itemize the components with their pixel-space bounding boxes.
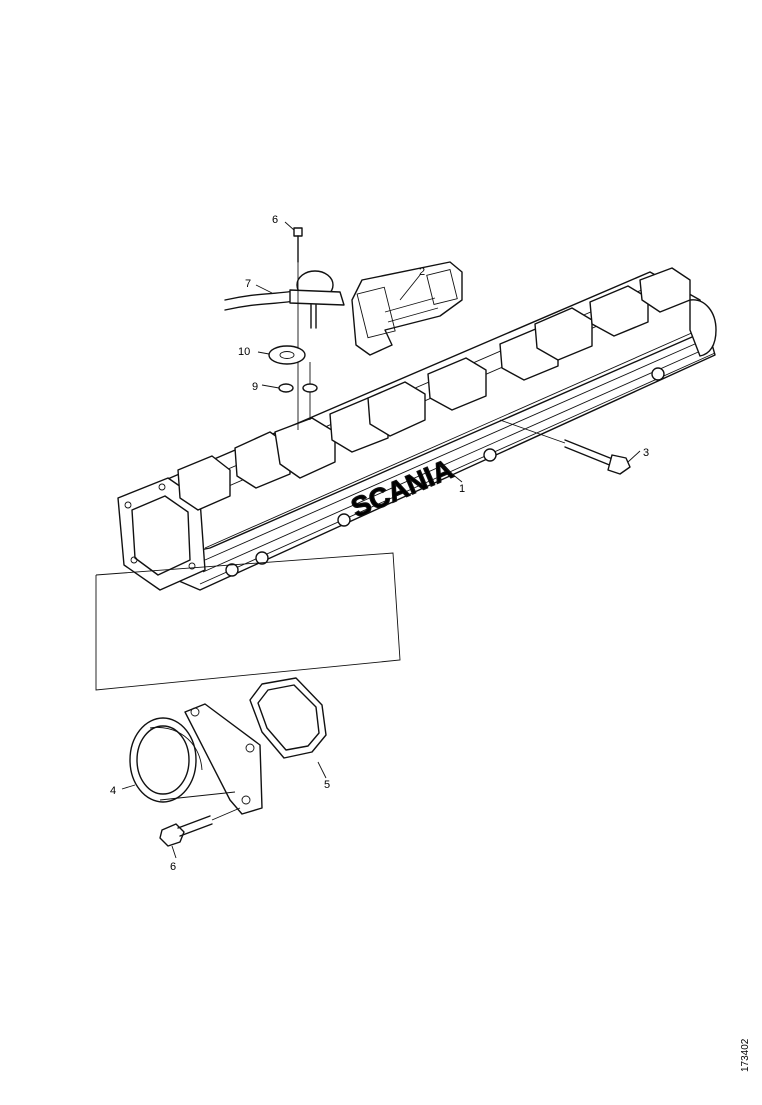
exploded-view-outline — [95, 552, 401, 691]
sensor-part-7 — [224, 270, 345, 329]
bolt-part-8 — [293, 227, 303, 430]
callout-leaders — [121, 221, 641, 859]
intake-manifold: SCANIA — [117, 267, 717, 591]
callout-2: 2 — [419, 266, 425, 278]
o-rings-part-9 — [278, 362, 318, 420]
callout-9: 9 — [252, 381, 258, 393]
bolt-part-6-lower — [159, 807, 241, 847]
callout-4: 4 — [110, 785, 116, 797]
gasket-part-5 — [249, 677, 327, 759]
callout-7: 7 — [245, 278, 251, 290]
bolt-part-3 — [499, 419, 631, 475]
inlet-elbow-part-4 — [129, 703, 263, 815]
figure-number: 173402 — [740, 1038, 751, 1072]
callout-3: 3 — [643, 447, 649, 459]
callout-6-upper: 6 — [272, 214, 278, 226]
callout-10: 10 — [238, 346, 250, 358]
gasket-part-2 — [351, 261, 463, 356]
callout-6-lower: 6 — [170, 861, 176, 873]
callout-labels: 1 2 3 4 5 6 6 7 9 10 — [110, 214, 649, 873]
callout-5: 5 — [324, 779, 330, 791]
seal-part-10 — [268, 345, 306, 365]
callout-1: 1 — [459, 483, 465, 495]
